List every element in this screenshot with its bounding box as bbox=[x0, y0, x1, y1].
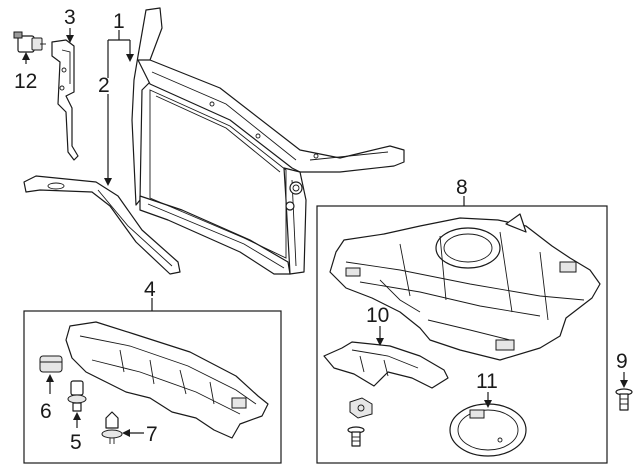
part-10-bracket bbox=[323, 341, 449, 389]
part-2-tie-bar bbox=[23, 175, 181, 275]
part-3-bracket bbox=[51, 39, 79, 161]
callout-10: 10 bbox=[366, 304, 389, 327]
callout-3: 3 bbox=[64, 6, 76, 29]
callout-9: 9 bbox=[616, 350, 628, 373]
leader-7 bbox=[122, 429, 144, 437]
leader-2 bbox=[104, 94, 112, 186]
part-6-clip bbox=[39, 355, 63, 373]
part-8-fastener-clip bbox=[349, 397, 373, 419]
part-4-splash-shield bbox=[65, 321, 269, 439]
part-8-fastener-bolt bbox=[347, 426, 365, 447]
leader-12 bbox=[22, 52, 30, 64]
part-5-push-pin bbox=[67, 380, 87, 412]
leader-11 bbox=[484, 392, 492, 408]
callout-8: 8 bbox=[456, 176, 468, 199]
group-box-8 bbox=[316, 205, 608, 464]
callout-5: 5 bbox=[70, 431, 82, 454]
leader-1 bbox=[107, 30, 134, 78]
callout-4: 4 bbox=[144, 278, 156, 301]
callout-7: 7 bbox=[146, 423, 158, 446]
callout-11: 11 bbox=[476, 370, 498, 393]
leader-10 bbox=[376, 326, 384, 346]
part-11-cover-plate bbox=[449, 403, 527, 457]
part-7-fastener bbox=[101, 411, 123, 444]
callout-1: 1 bbox=[113, 10, 125, 33]
leader-6 bbox=[46, 374, 54, 394]
part-9-bolt bbox=[615, 388, 633, 411]
part-12-connector bbox=[13, 31, 46, 53]
part-8-undercover bbox=[329, 213, 601, 361]
leader-5 bbox=[73, 412, 81, 428]
part-1-radiator-support bbox=[131, 7, 405, 275]
callout-2: 2 bbox=[98, 74, 110, 97]
leader-3 bbox=[66, 28, 74, 43]
callout-12: 12 bbox=[14, 70, 37, 93]
callout-6: 6 bbox=[40, 400, 52, 423]
leader-9 bbox=[620, 372, 628, 388]
